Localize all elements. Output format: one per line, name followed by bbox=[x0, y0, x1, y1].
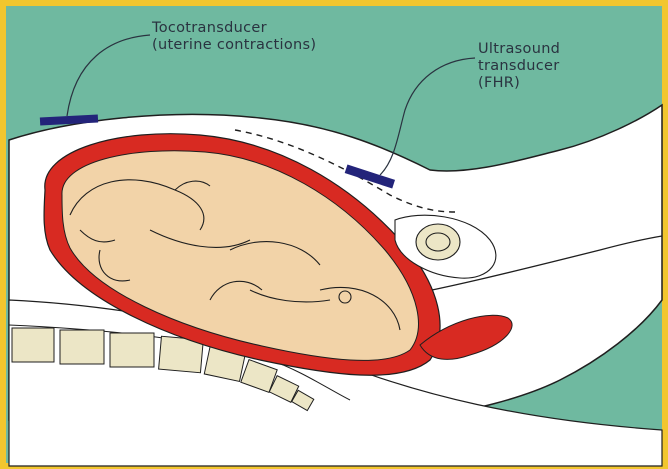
tocotransducer-label-line1: Tocotransducer bbox=[152, 20, 316, 37]
tocotransducer-label-line2: (uterine contractions) bbox=[152, 37, 316, 54]
ultrasound-label-line3: (FHR) bbox=[478, 75, 560, 92]
ultrasound-label-line1: Ultrasound bbox=[478, 41, 560, 58]
tocotransducer-label: Tocotransducer (uterine contractions) bbox=[152, 20, 316, 54]
ultrasound-label-line2: transducer bbox=[478, 58, 560, 75]
ultrasound-transducer-label: Ultrasound transducer (FHR) bbox=[478, 41, 560, 92]
